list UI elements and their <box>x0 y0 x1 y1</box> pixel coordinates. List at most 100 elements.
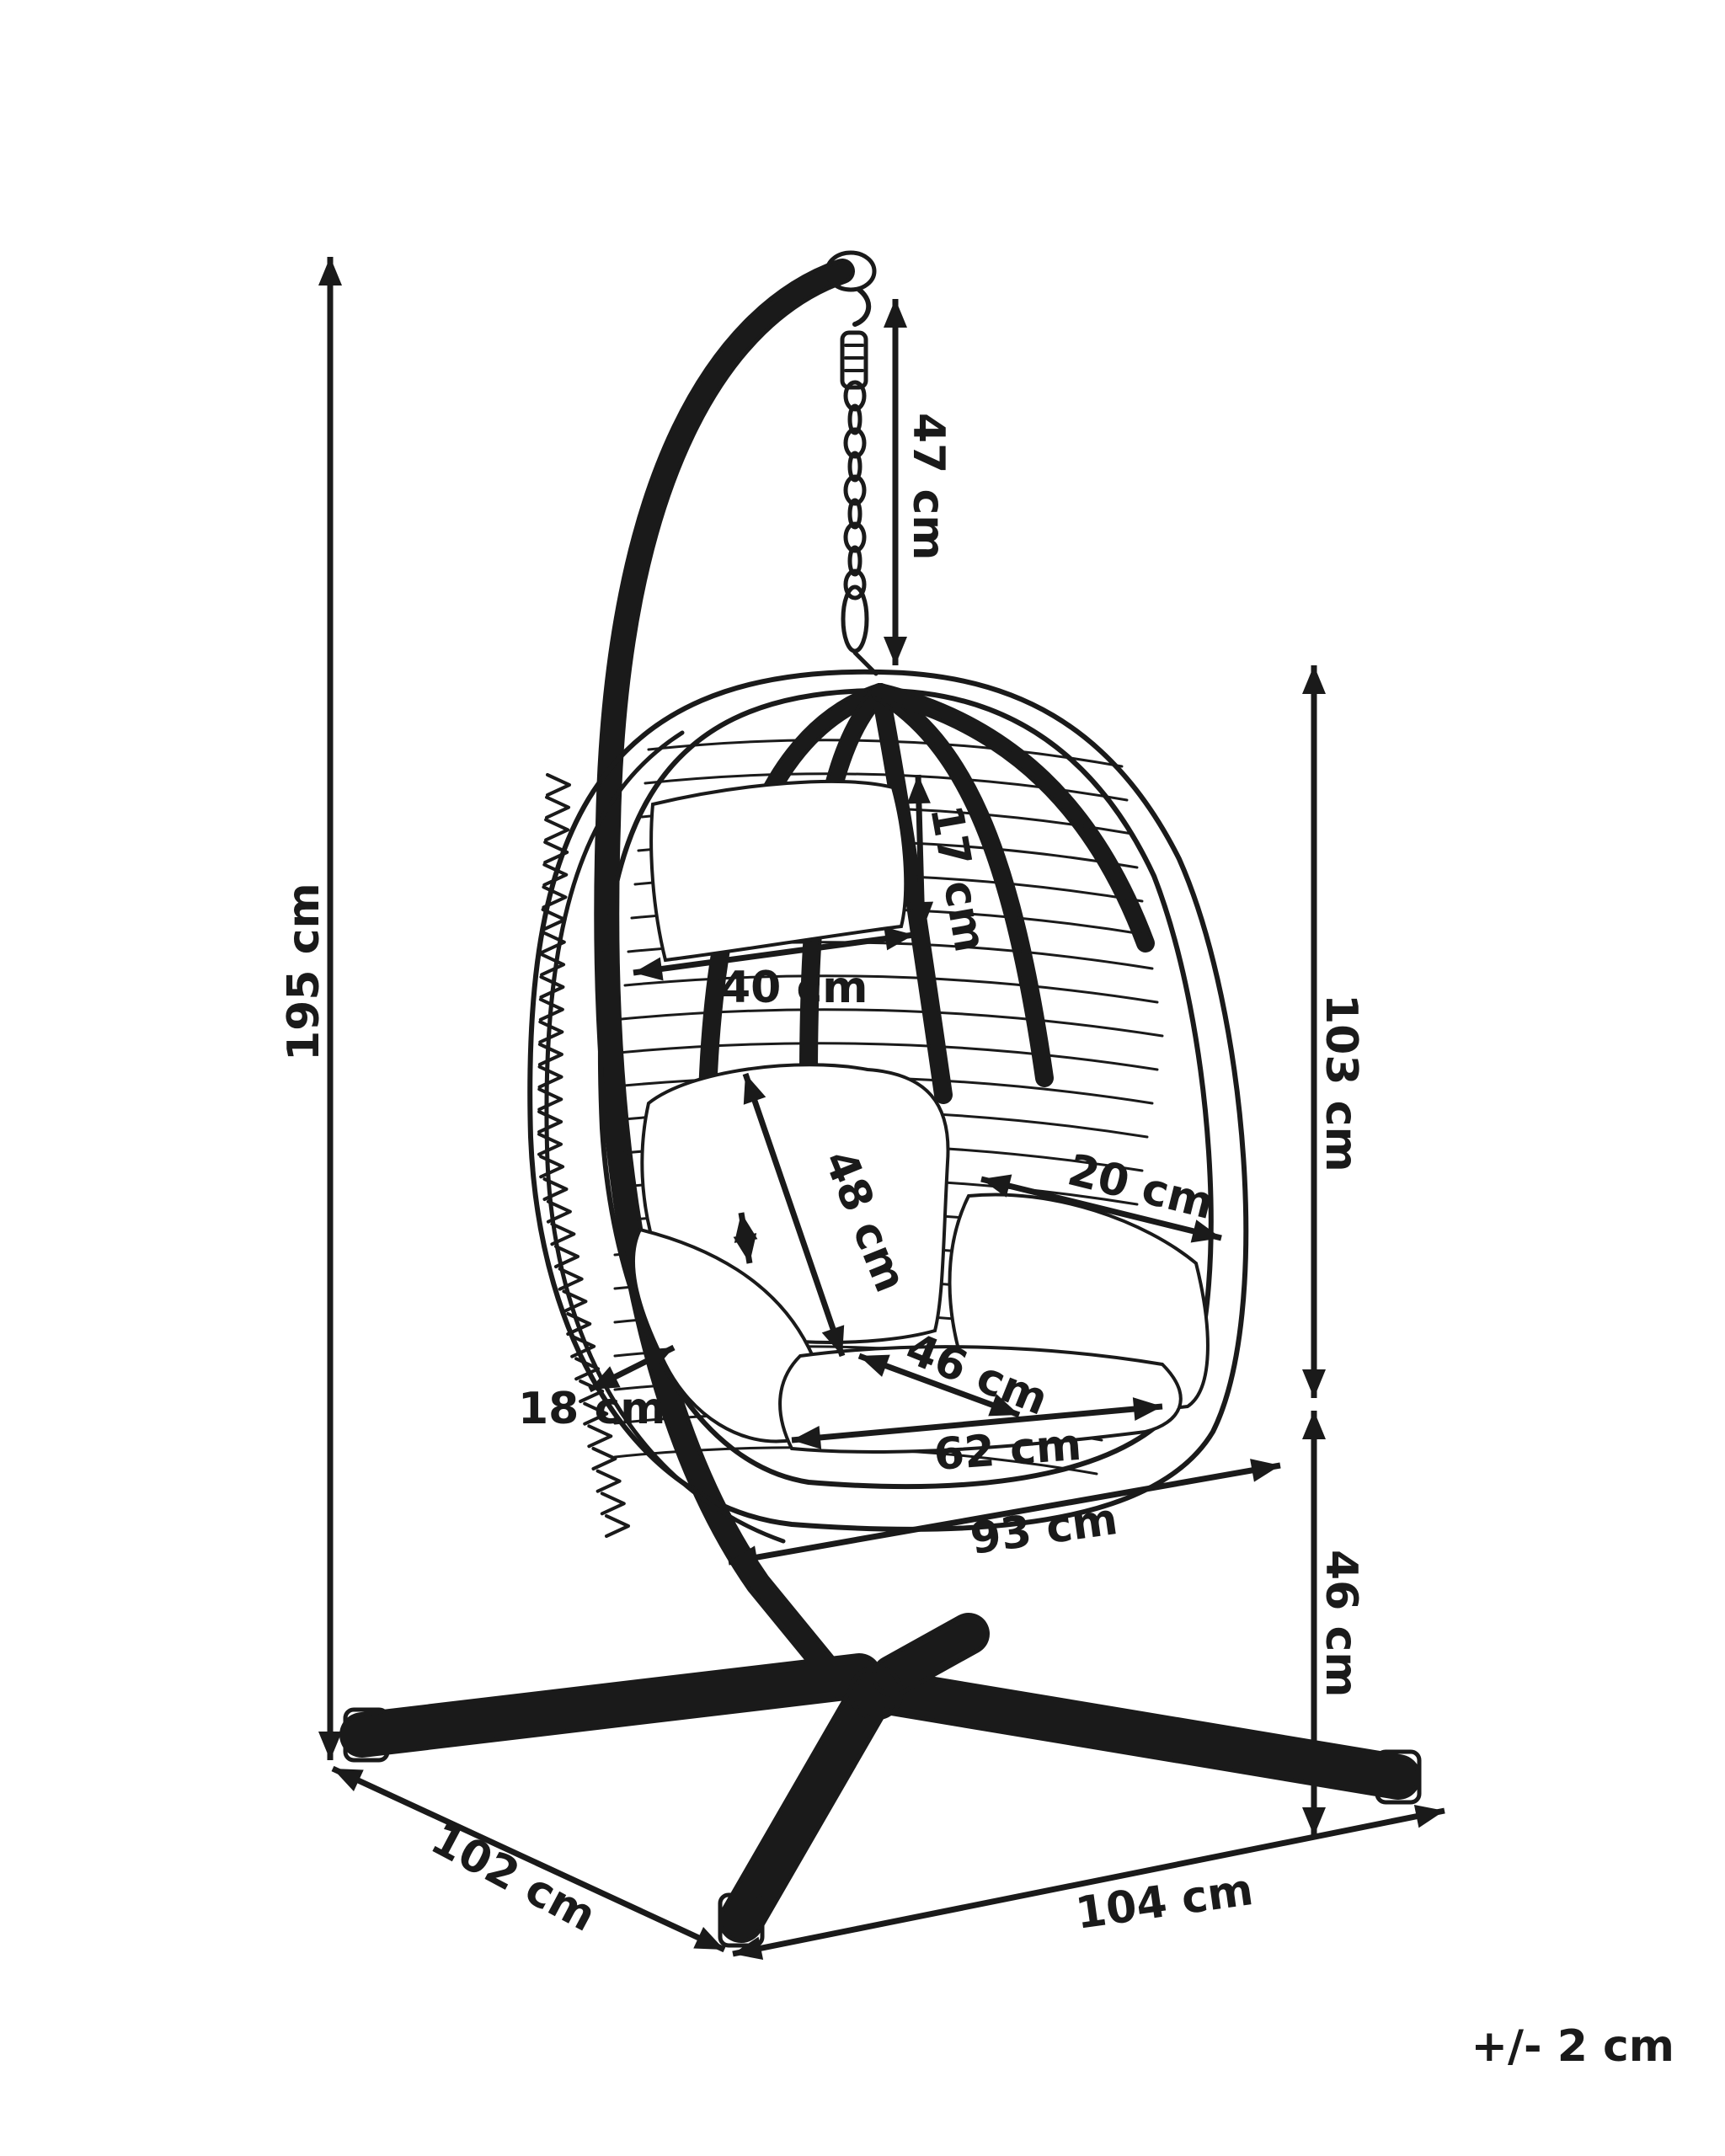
arrow-head <box>318 1732 342 1760</box>
arrow-head <box>1302 1411 1326 1439</box>
arrow-head <box>884 926 914 951</box>
egg-width-label: 93 cm <box>967 1494 1120 1565</box>
rattan-slat <box>620 1008 1164 1038</box>
arrow-head <box>733 1936 764 1961</box>
weave-loop <box>543 841 569 864</box>
weave-loop <box>542 862 569 887</box>
weave-loop <box>595 1469 622 1493</box>
weave-loop <box>546 1199 572 1224</box>
arrow-head <box>693 1927 724 1950</box>
dimension-line <box>728 1462 1281 1566</box>
weave-loop <box>605 1514 630 1538</box>
dimension-line <box>732 1807 1445 1957</box>
weave-loop <box>539 1155 565 1179</box>
dimension-line <box>633 931 915 976</box>
headrest-width-label: 40 cm <box>720 963 868 1013</box>
cushions <box>631 779 1210 1454</box>
weave-loop <box>537 1132 563 1156</box>
hanging-chain <box>840 287 879 676</box>
arrow-head <box>1132 1397 1162 1422</box>
arrow-head <box>988 1394 1019 1417</box>
arrow-head <box>1302 1807 1326 1836</box>
dimension-line <box>791 1403 1163 1444</box>
weave-loop <box>587 1424 613 1449</box>
weave-loop <box>553 1245 579 1268</box>
weave-loop <box>570 1334 596 1358</box>
arrow-head <box>1190 1219 1221 1243</box>
chain-link <box>843 380 867 412</box>
dimension-lines <box>318 257 1445 1961</box>
weave-loop <box>540 953 566 977</box>
weave-loop <box>558 1267 584 1291</box>
dimension-line <box>980 1176 1222 1241</box>
arrow-head <box>884 637 907 665</box>
arrow-head <box>729 1545 759 1569</box>
egg-height-label: 103 cm <box>1316 994 1366 1172</box>
arrow-head <box>633 957 664 981</box>
chain-link <box>843 521 867 553</box>
seat-width-label: 62 cm <box>932 1420 1083 1481</box>
chain-link <box>843 568 867 600</box>
arrow-head <box>981 1174 1012 1198</box>
weave-loop <box>550 1222 576 1246</box>
arrow-head <box>643 1348 674 1371</box>
base-width-label: 104 cm <box>1072 1865 1256 1940</box>
chain-length-label: 47 cm <box>903 413 953 560</box>
floor-to-seat-label: 46 cm <box>1316 1550 1366 1697</box>
dimension-line <box>331 1765 726 1953</box>
arrow-head <box>743 1074 766 1105</box>
chain-link <box>843 474 867 506</box>
stand-frame <box>594 250 877 1689</box>
weave-loop <box>600 1492 626 1516</box>
chain-link <box>847 451 862 483</box>
weave-loop <box>538 997 564 1022</box>
arrow-head <box>906 775 931 804</box>
weave-loop <box>591 1447 617 1470</box>
weave-loop <box>537 1110 563 1134</box>
rattan-rib-fill <box>874 686 949 1101</box>
chain-link <box>847 545 862 577</box>
weave-loop <box>583 1401 609 1426</box>
weave-loop <box>566 1312 592 1336</box>
arrow-head <box>792 1425 822 1449</box>
weave-loop <box>542 885 568 910</box>
arrow-head <box>859 1354 890 1377</box>
tolerance-note: +/- 2 cm <box>1471 2021 1674 2072</box>
weave-loop <box>544 818 570 842</box>
rattan-rib-fill <box>874 686 1151 949</box>
arrow-head <box>1302 665 1326 694</box>
weave-loop <box>545 795 571 819</box>
weave-loop <box>574 1357 601 1381</box>
weave-loop <box>541 908 567 931</box>
rattan-slat <box>644 772 1129 802</box>
chain-link <box>847 403 862 435</box>
arrow-head <box>333 1769 364 1791</box>
arrow-head <box>733 1233 757 1263</box>
weave-loop <box>542 1177 569 1201</box>
rattan-slat <box>623 974 1159 1004</box>
weave-loop <box>539 975 565 999</box>
weave-loop <box>540 930 566 954</box>
weave-loop <box>538 1020 564 1044</box>
rattan-slat <box>617 1042 1159 1071</box>
weave-loop <box>537 1087 563 1112</box>
headrest-cushion <box>649 779 908 963</box>
weave-loop <box>562 1289 588 1314</box>
weave-loop <box>579 1380 605 1403</box>
weave-loop <box>537 1043 563 1066</box>
armrest-thickness-label: 18 cm <box>518 1384 665 1434</box>
arrow-head <box>318 257 342 286</box>
chain-link <box>843 427 867 459</box>
arrow-head <box>1250 1459 1280 1482</box>
arrow-head <box>1413 1804 1445 1828</box>
arrow-head <box>1302 1369 1326 1398</box>
chain-link <box>847 498 862 530</box>
total-height-label: 195 cm <box>279 883 329 1061</box>
arrow-head <box>821 1325 845 1356</box>
weave-loop <box>537 1065 563 1089</box>
arrow-head <box>884 299 907 328</box>
dimension-line <box>742 1072 846 1358</box>
arrow-head <box>590 1366 621 1390</box>
arrow-head <box>910 901 934 931</box>
